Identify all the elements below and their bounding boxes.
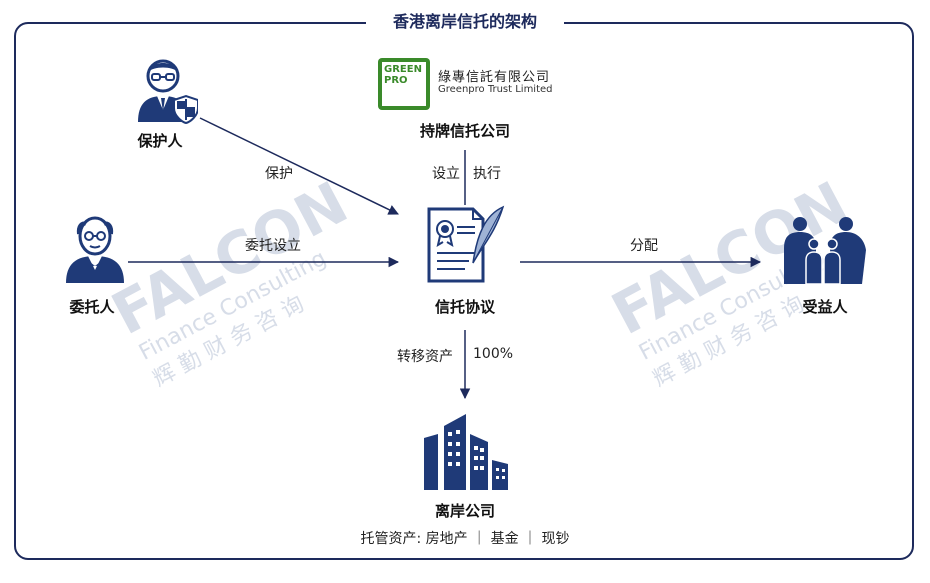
- company-icon: [424, 414, 508, 490]
- logo-badge-inner: [382, 62, 426, 106]
- beneficiary-label: 受益人: [802, 298, 848, 316]
- protect-arrow: [199, 117, 399, 215]
- company-label: 离岸公司: [434, 502, 495, 520]
- diagram-title: 香港离岸信托的架构: [366, 10, 564, 34]
- greenpro-logo: GREEN PRO: [378, 58, 430, 110]
- trustee-label: 持牌信托公司: [419, 122, 510, 140]
- protector-icon: [138, 59, 198, 124]
- logo-cn-name: 綠專信託有限公司: [438, 70, 551, 85]
- logo-badge-line1: GREEN: [384, 64, 422, 75]
- execute-label: 执行: [473, 166, 501, 182]
- settlor-icon: [66, 216, 124, 283]
- agreement-icon: [427, 205, 505, 283]
- logo-en-name: Greenpro Trust Limited: [438, 84, 553, 95]
- agreement-label: 信托协议: [434, 298, 495, 316]
- protect-label: 保护: [265, 166, 293, 182]
- distribute-label: 分配: [630, 238, 658, 254]
- logo-badge-line2: PRO: [384, 75, 408, 86]
- beneficiary-icon: [784, 217, 866, 285]
- establish-label: 设立: [432, 166, 460, 182]
- settlor-label: 委托人: [69, 298, 115, 316]
- managed-assets-line: 托管资产: 房地产 ｜ 基金 ｜ 现钞: [360, 531, 570, 547]
- entrust-label: 委托设立: [245, 238, 301, 254]
- transfer-label: 转移资产: [397, 349, 453, 365]
- percent-label: 100%: [473, 346, 514, 362]
- protector-label: 保护人: [137, 132, 183, 150]
